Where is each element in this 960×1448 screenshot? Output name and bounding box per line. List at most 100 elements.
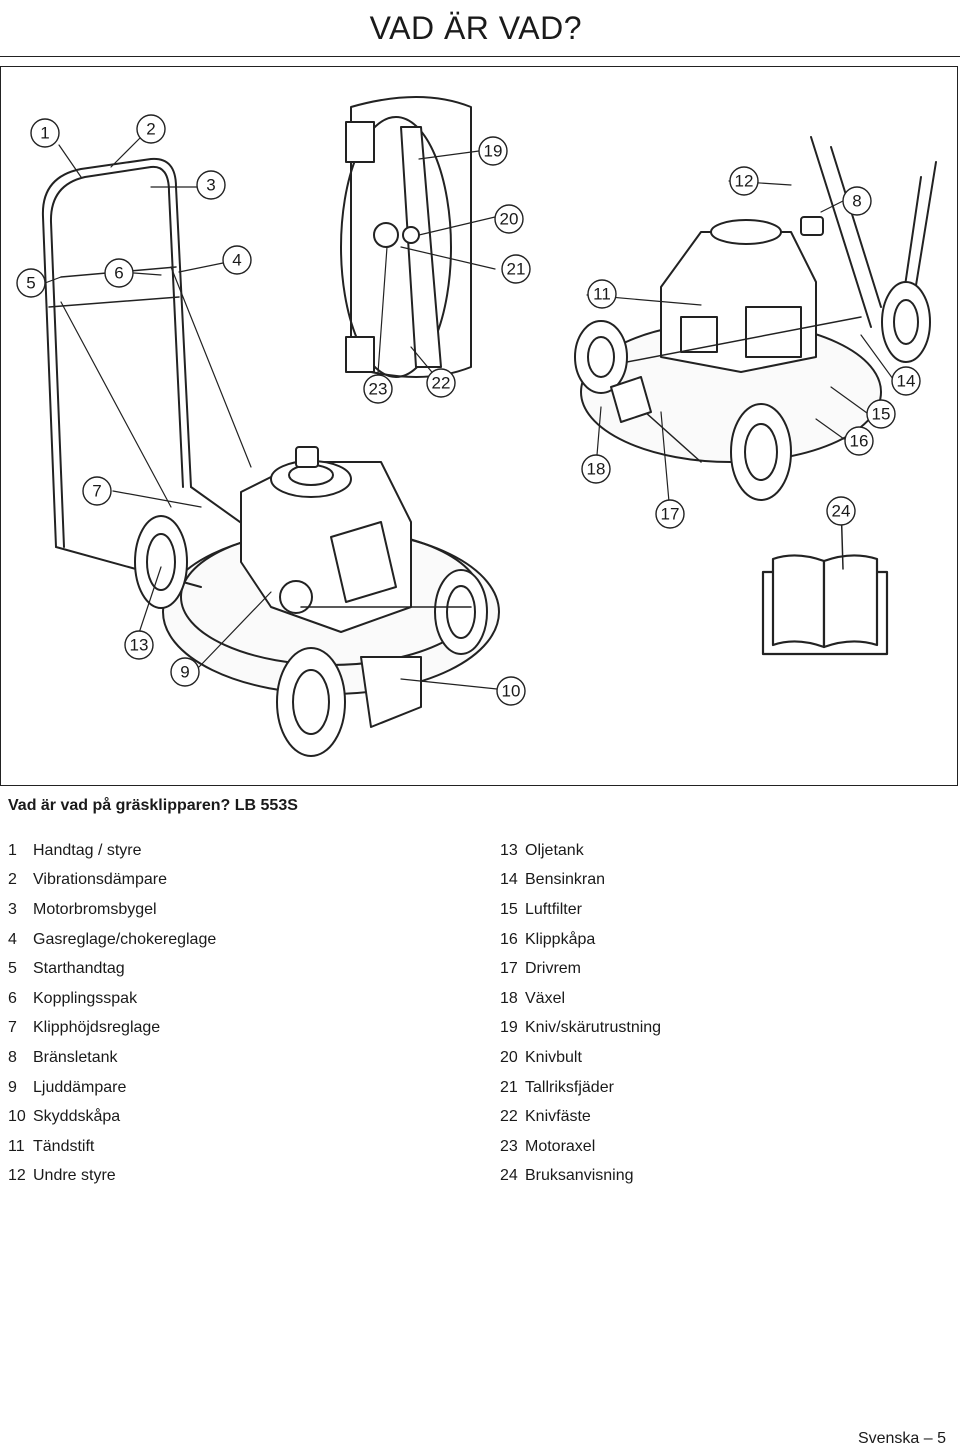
list-item: 19 Kniv/skärutrustning <box>500 1014 661 1044</box>
part-number: 19 <box>500 1019 518 1037</box>
part-label: Oljetank <box>525 841 584 859</box>
part-label: Tallriksfjäder <box>525 1078 614 1096</box>
list-item: 16 Klippkåpa <box>500 925 661 955</box>
part-label: Klipphöjdsreglage <box>33 1019 161 1037</box>
list-item: 13 Oljetank <box>500 836 661 866</box>
callout-8: 8 <box>842 186 872 216</box>
mower-main-drawing <box>41 157 500 757</box>
part-label: Handtag / styre <box>33 841 142 859</box>
header: VAD ÄR VAD? <box>0 0 960 57</box>
part-number: 20 <box>500 1048 518 1066</box>
part-number: 16 <box>500 930 518 948</box>
svg-text:15: 15 <box>872 405 891 424</box>
part-number: 15 <box>500 900 518 918</box>
part-label: Klippkåpa <box>525 930 596 948</box>
illustration-svg: 1 2 3 4 5 6 7 8 9 10 11 12 13 14 15 16 1… <box>16 96 937 757</box>
callout-18: 18 <box>581 454 611 484</box>
svg-text:13: 13 <box>130 636 149 655</box>
callout-16: 16 <box>844 426 874 456</box>
callout-10: 10 <box>496 676 526 706</box>
callout-9: 9 <box>170 657 200 687</box>
svg-text:8: 8 <box>852 192 861 211</box>
svg-text:16: 16 <box>850 432 869 451</box>
svg-text:6: 6 <box>114 264 123 283</box>
part-number: 8 <box>8 1048 17 1066</box>
part-number: 5 <box>8 960 17 978</box>
part-number: 14 <box>500 871 518 889</box>
part-number: 21 <box>500 1078 518 1096</box>
list-item: 1 Handtag / styre <box>8 836 216 866</box>
part-label: Ljuddämpare <box>33 1078 127 1096</box>
svg-text:14: 14 <box>897 372 916 391</box>
figure-caption: Vad är vad på gräsklipparen? LB 553S <box>8 797 298 814</box>
part-number: 3 <box>8 900 17 918</box>
part-label: Starthandtag <box>33 960 125 978</box>
svg-text:23: 23 <box>369 380 388 399</box>
mower-rear-drawing <box>574 136 937 501</box>
callout-13: 13 <box>124 630 154 660</box>
list-item: 21 Tallriksfjäder <box>500 1073 661 1103</box>
part-number: 9 <box>8 1078 17 1096</box>
part-label: Knivbult <box>525 1048 582 1066</box>
mower-illustration: 1 2 3 4 5 6 7 8 9 10 11 12 13 14 15 16 1… <box>0 66 958 786</box>
callout-12: 12 <box>729 166 759 196</box>
svg-text:12: 12 <box>735 172 754 191</box>
svg-text:10: 10 <box>502 682 521 701</box>
callout-2: 2 <box>136 114 166 144</box>
svg-text:4: 4 <box>232 251 241 270</box>
part-label: Gasreglage/chokereglage <box>33 930 217 948</box>
part-number: 12 <box>8 1167 26 1185</box>
svg-text:7: 7 <box>92 482 101 501</box>
part-number: 6 <box>8 989 17 1007</box>
part-number: 10 <box>8 1108 26 1126</box>
list-item: 15 Luftfilter <box>500 895 661 925</box>
part-number: 24 <box>500 1167 518 1185</box>
part-label: Skyddskåpa <box>33 1108 121 1126</box>
part-number: 11 <box>8 1137 25 1155</box>
part-label: Drivrem <box>525 960 581 978</box>
part-label: Luftfilter <box>525 900 582 918</box>
part-number: 13 <box>500 841 518 859</box>
part-number: 1 <box>8 841 17 859</box>
part-label: Undre styre <box>33 1167 116 1185</box>
part-label: Bruksanvisning <box>525 1167 634 1185</box>
manual-book-icon <box>761 501 889 656</box>
part-label: Bränsletank <box>33 1048 118 1066</box>
callout-11: 11 <box>587 279 617 309</box>
part-number: 17 <box>500 960 518 978</box>
list-item: 9 Ljuddämpare <box>8 1073 216 1103</box>
callout-14: 14 <box>891 366 921 396</box>
svg-text:17: 17 <box>661 505 680 524</box>
page-title: VAD ÄR VAD? <box>369 10 582 46</box>
page-footer: Svenska – 5 <box>857 1430 946 1447</box>
leader-lines <box>44 136 894 690</box>
svg-text:21: 21 <box>507 260 526 279</box>
svg-text:9: 9 <box>180 663 189 682</box>
callout-20: 20 <box>494 204 524 234</box>
part-label: Kniv/skärutrustning <box>525 1019 662 1037</box>
list-item: 12 Undre styre <box>8 1162 216 1192</box>
callout-7: 7 <box>82 476 112 506</box>
list-item: 17 Drivrem <box>500 954 661 984</box>
part-label: Växel <box>525 989 566 1007</box>
svg-text:18: 18 <box>587 460 606 479</box>
callout-4: 4 <box>222 245 252 275</box>
list-item: 24 Bruksanvisning <box>500 1162 661 1192</box>
list-item: 20 Knivbult <box>500 1043 661 1073</box>
callout-19: 19 <box>478 136 508 166</box>
callout-6: 6 <box>104 258 134 288</box>
blade-detail-drawing <box>340 96 472 378</box>
callout-22: 22 <box>426 368 456 398</box>
svg-text:19: 19 <box>484 142 503 161</box>
list-item: 5 Starthandtag <box>8 954 216 984</box>
